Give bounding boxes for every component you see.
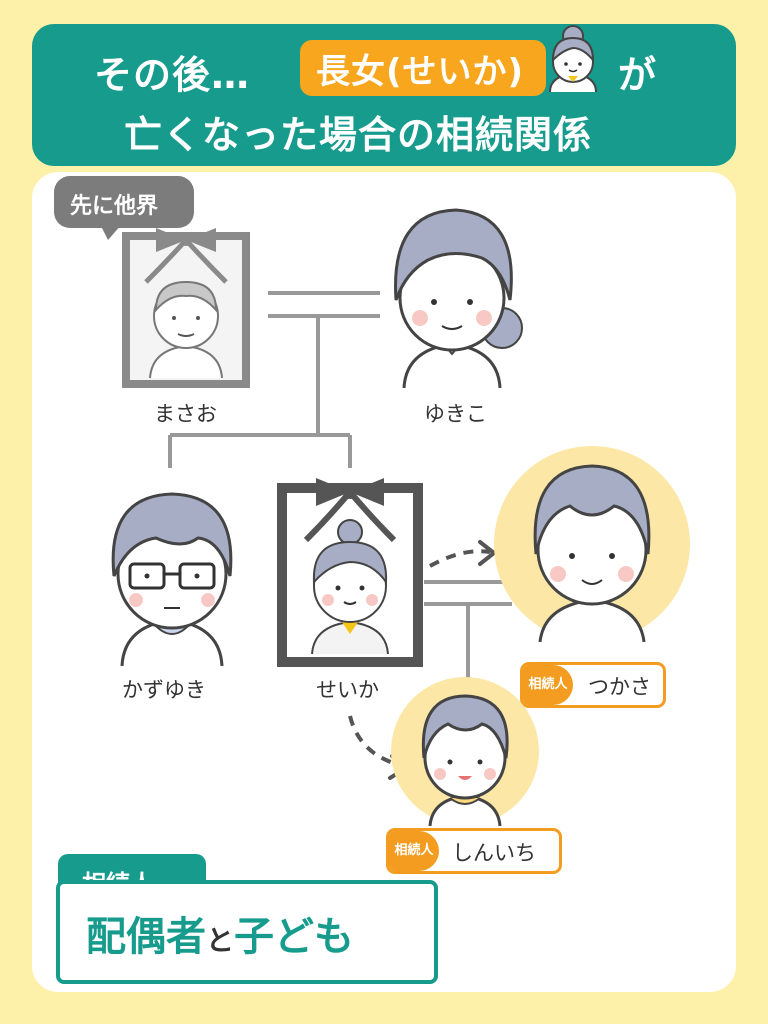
title-line1-before: その後…	[94, 53, 251, 97]
tsukasa-portrait	[494, 446, 690, 643]
kazuyuki-portrait	[111, 492, 233, 666]
title-badge	[300, 40, 546, 96]
summary-box	[56, 880, 438, 984]
summary-children: 子ども	[234, 914, 355, 960]
seika-memorial-portrait	[277, 478, 423, 667]
name-seika: せいか	[316, 678, 379, 702]
summary-text: 配偶者と子ども	[86, 904, 354, 962]
title-line1-after: が	[618, 53, 658, 97]
masao-memorial-portrait	[122, 228, 250, 388]
name-kazuyuki: かずゆき	[122, 678, 206, 702]
name-masao: まさお	[154, 402, 217, 426]
bubble-tail	[100, 224, 122, 240]
inheritance-arrows	[348, 549, 491, 768]
title-line2: 亡くなった場合の相続関係	[124, 113, 593, 157]
heir-label-shinichi: 相続人	[389, 831, 439, 871]
summary-spouse: 配偶者	[86, 914, 206, 960]
heir-label-tsukasa: 相続人	[523, 665, 573, 705]
name-tsukasa: つかさ	[588, 675, 651, 699]
title-badge-text: 長女(せいか)	[316, 52, 525, 92]
summary-conjunction: と	[206, 924, 235, 957]
shinichi-portrait	[391, 677, 539, 826]
seika-mini-avatar-icon	[549, 25, 597, 93]
bubble-text: 先に他界	[70, 194, 159, 219]
name-yukiko: ゆきこ	[424, 402, 487, 426]
deceased-bubble	[54, 176, 194, 228]
yukiko-portrait	[394, 208, 523, 388]
name-shinichi: しんいち	[452, 841, 536, 865]
